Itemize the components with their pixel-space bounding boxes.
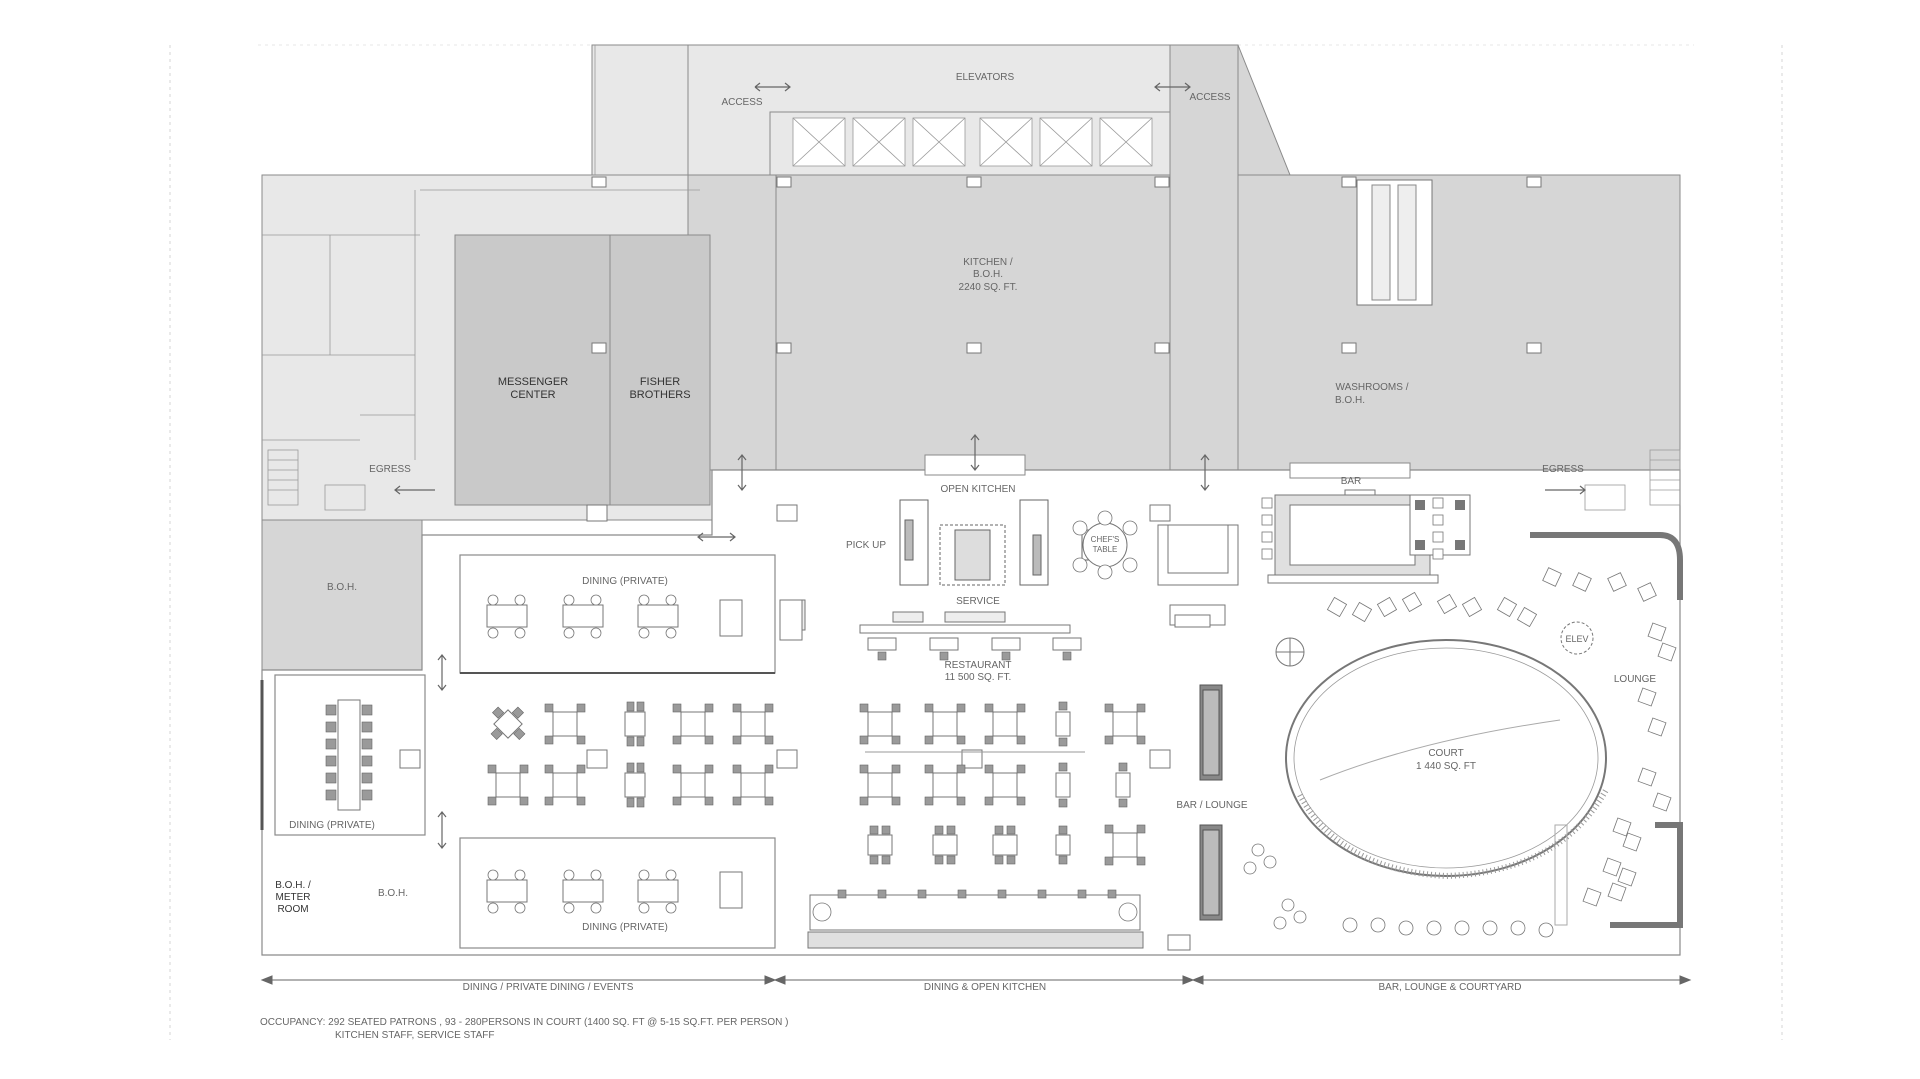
banquette	[807, 889, 1144, 949]
private-dining-bottom-tables	[486, 869, 743, 914]
label-boh-meter-1: B.O.H. /	[275, 880, 311, 891]
office-walls	[262, 45, 700, 460]
label-dining-private-bottom: DINING (PRIVATE)	[582, 922, 668, 933]
occupancy-line-2: KITCHEN STAFF, SERVICE STAFF	[335, 1030, 494, 1041]
label-bar: BAR	[1341, 476, 1362, 487]
label-dining-private-top: DINING (PRIVATE)	[582, 576, 668, 587]
label-fisher-1: FISHER	[640, 376, 680, 388]
occupancy-line-1: OCCUPANCY: 292 SEATED PATRONS , 93 - 280…	[260, 1017, 788, 1028]
label-fisher-2: BROTHERS	[629, 389, 690, 401]
label-restaurant-1: RESTAURANT	[944, 660, 1011, 671]
label-kitchen-2: B.O.H.	[973, 269, 1003, 280]
zone-label-left: DINING / PRIVATE DINING / EVENTS	[463, 982, 634, 993]
label-lounge: LOUNGE	[1614, 674, 1657, 685]
label-kitchen-1: KITCHEN /	[963, 257, 1013, 268]
egress-stair-left	[267, 449, 366, 511]
label-court-1: COURT	[1428, 748, 1463, 759]
elev-circle	[1560, 621, 1594, 655]
elevator-cars	[792, 117, 1153, 167]
label-boh-meter-3: ROOM	[277, 904, 308, 915]
zone-label-middle: DINING & OPEN KITCHEN	[924, 982, 1046, 993]
chefs-table	[1072, 510, 1138, 580]
label-dining-private-left: DINING (PRIVATE)	[289, 820, 375, 831]
label-elev: ELEV	[1565, 634, 1588, 644]
label-messenger-2: CENTER	[510, 389, 555, 401]
label-messenger-1: MESSENGER	[498, 376, 568, 388]
escalator	[1356, 179, 1433, 306]
lounge-seating	[1243, 494, 1683, 938]
two-top-tables	[867, 824, 1146, 866]
label-access-right: ACCESS	[1189, 92, 1230, 103]
label-egress-left: EGRESS	[369, 464, 411, 475]
label-open-kitchen: OPEN KITCHEN	[940, 484, 1015, 495]
label-boh-lower: B.O.H.	[378, 888, 408, 899]
court	[1275, 637, 1609, 880]
label-elevators: ELEVATORS	[956, 72, 1015, 83]
label-kitchen-3: 2240 SQ. FT.	[959, 282, 1018, 293]
label-egress-right: EGRESS	[1542, 464, 1584, 475]
bar-lounge-tables	[1167, 614, 1223, 951]
zone-dimension-line	[260, 975, 1692, 985]
label-boh-upper: B.O.H.	[327, 582, 357, 593]
label-pick-up: PICK UP	[846, 540, 886, 551]
label-service: SERVICE	[956, 596, 1000, 607]
label-washrooms-2: B.O.H.	[1335, 395, 1365, 406]
label-chefs-table-2: TABLE	[1093, 545, 1118, 554]
zone-label-right: BAR, LOUNGE & COURTYARD	[1379, 982, 1522, 993]
label-chefs-table-1: CHEF'S	[1091, 535, 1120, 544]
circulation-arrows	[394, 82, 1586, 849]
service-row-tables	[865, 637, 1085, 753]
label-court-2: 1 440 SQ. FT	[1416, 761, 1476, 772]
label-bar-lounge: BAR / LOUNGE	[1176, 800, 1247, 811]
main-dining-tables	[487, 701, 1146, 808]
private-dining-top-tables	[486, 594, 803, 641]
bar-counter	[1267, 494, 1439, 584]
private-dining-left-table	[325, 699, 373, 811]
egress-stair-right	[1584, 449, 1681, 511]
label-washrooms-1: WASHROOMS /	[1336, 382, 1409, 393]
label-access-left: ACCESS	[721, 97, 762, 108]
bar-stools	[1261, 497, 1444, 560]
label-restaurant-2: 11 500 SQ. FT.	[945, 672, 1012, 683]
label-boh-meter-2: METER	[276, 892, 311, 903]
